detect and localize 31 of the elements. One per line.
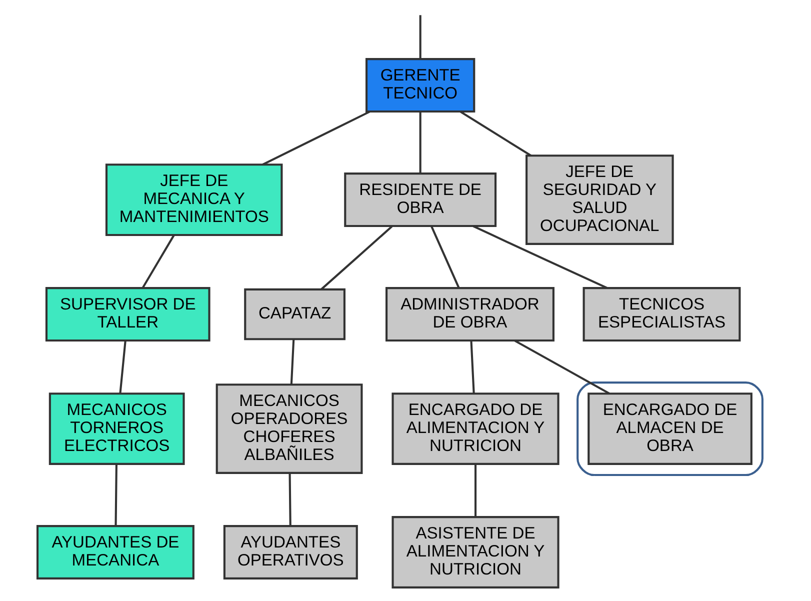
connector [142, 234, 175, 288]
connector [119, 340, 126, 394]
connector [262, 110, 370, 166]
node-box: AYUDANTES DE MECANICA [36, 525, 194, 580]
connector [288, 473, 292, 526]
node-box: AYUDANTES OPERATIVOS [223, 525, 358, 580]
node-box: TECNICOS ESPECIALISTAS [582, 287, 741, 342]
connector [419, 15, 422, 59]
node-box: MECANICOS TORNEROS ELECTRICOS [48, 392, 185, 465]
node-box: JEFE DE MECANICA Y MANTENIMIENTOS [105, 164, 283, 236]
connector [470, 340, 475, 394]
node-box: MECANICOS OPERADORES CHOFERES ALBAÑILES [216, 384, 363, 474]
connector [290, 339, 295, 384]
connector [114, 464, 118, 526]
connector [419, 112, 422, 174]
node-box: GERENTE TECNICO [366, 58, 476, 113]
connector [514, 340, 610, 394]
node-box: CAPATAZ [244, 288, 346, 340]
node-box: ENCARGADO DE ALMACEN DE OBRA [588, 392, 752, 465]
node-box: ASISTENTE DE ALIMENTACION Y NUTRICION [392, 516, 560, 588]
cluster [576, 382, 764, 476]
node-box: ENCARGADO DE ALIMENTACION Y NUTRICION [392, 392, 560, 465]
connector [320, 226, 393, 290]
connector [472, 225, 608, 289]
node-box: SUPERVISOR DE TALLER [45, 287, 210, 342]
node-box: JEFE DE SEGURIDAD Y SALUD OCUPACIONAL [526, 154, 674, 245]
connector [474, 464, 477, 517]
node-box: ADMINISTRADOR DE OBRA [386, 287, 554, 342]
node-box: RESIDENTE DE OBRA [344, 172, 497, 228]
connector [430, 226, 460, 288]
connector [460, 110, 532, 157]
